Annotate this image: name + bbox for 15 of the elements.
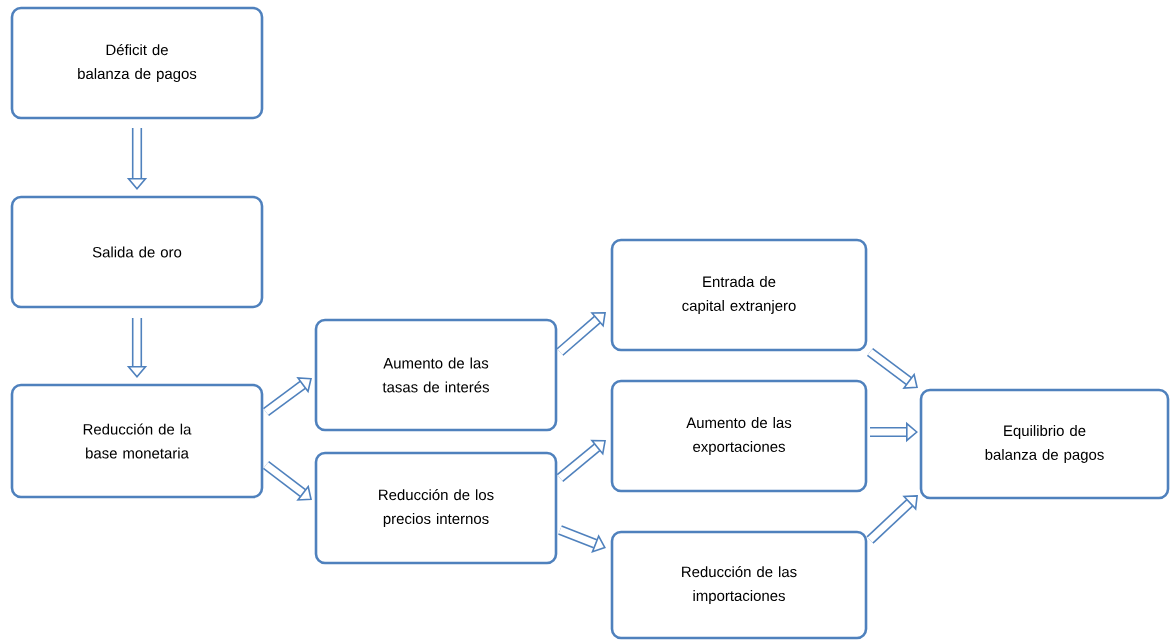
process-box: Reducción de las importaciones	[610, 530, 868, 640]
process-box: Reducción de los precios internos	[314, 451, 558, 565]
block-arrow	[262, 460, 312, 501]
process-box: Equilibrio de balanza de pagos	[919, 388, 1170, 500]
process-box: Déficit de balanza de pagos	[10, 6, 264, 120]
process-box: Reducción de la base monetaria	[10, 383, 264, 499]
process-box: Salida de oro	[10, 195, 264, 309]
process-box: Aumento de las tasas de interés	[314, 318, 558, 432]
block-arrow	[866, 495, 918, 544]
block-arrow	[556, 312, 606, 356]
block-arrow	[556, 439, 606, 482]
block-arrow	[866, 347, 918, 389]
process-box: Entrada de capital extranjero	[610, 238, 868, 352]
block-arrow	[262, 376, 312, 417]
process-box: Aumento de las exportaciones	[610, 379, 868, 493]
